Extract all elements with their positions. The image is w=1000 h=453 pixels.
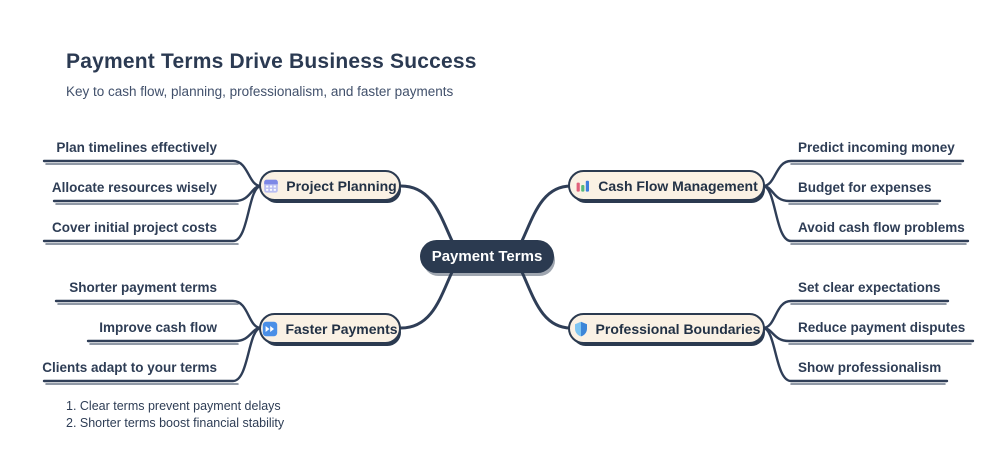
leaf-improve-cash-flow[interactable]: Improve cash flow (99, 320, 217, 335)
branch-node-project-planning[interactable]: Project Planning (259, 170, 401, 201)
diagram-subtitle: Key to cash flow, planning, professional… (66, 84, 454, 99)
footnote-2: 2. Shorter terms boost financial stabili… (66, 416, 285, 430)
fast-forward-icon (262, 321, 278, 337)
leaf-reduce-disputes[interactable]: Reduce payment disputes (798, 320, 966, 335)
branch-label: Cash Flow Management (598, 177, 758, 194)
leaf-shorter-terms[interactable]: Shorter payment terms (69, 280, 217, 295)
branch-node-cash-flow-management[interactable]: Cash Flow Management (568, 170, 765, 201)
central-node-payment-terms[interactable]: Payment Terms (420, 240, 554, 273)
leaf-allocate-resources[interactable]: Allocate resources wisely (51, 180, 217, 195)
leaf-connector-lines (42, 159, 975, 383)
footnote-1: 1. Clear terms prevent payment delays (66, 399, 281, 413)
branch-label: Project Planning (286, 177, 397, 194)
shield-icon (573, 321, 589, 337)
bar-chart-icon (575, 178, 591, 194)
branch-node-faster-payments[interactable]: Faster Payments (259, 313, 401, 344)
diagram-title: Payment Terms Drive Business Success (66, 50, 477, 73)
center-branch-curves (399, 184, 573, 330)
branch-label: Professional Boundaries (595, 320, 761, 337)
branch-node-professional-boundaries[interactable]: Professional Boundaries (568, 313, 765, 344)
leaf-avoid-problems[interactable]: Avoid cash flow problems (798, 220, 965, 235)
leaf-set-expectations[interactable]: Set clear expectations (798, 280, 941, 295)
branch-label: Faster Payments (285, 320, 398, 337)
leaf-clients-adapt[interactable]: Clients adapt to your terms (42, 360, 217, 375)
footnotes: 1. Clear terms prevent payment delays 2.… (66, 398, 284, 432)
calendar-icon (263, 178, 279, 194)
central-node-label: Payment Terms (431, 248, 543, 265)
leaf-budget-expenses[interactable]: Budget for expenses (798, 180, 932, 195)
leaf-show-professionalism[interactable]: Show professionalism (798, 360, 942, 375)
leaf-connector-echo-lines (45, 163, 972, 385)
leaf-predict-money[interactable]: Predict incoming money (798, 140, 955, 155)
leaf-cover-costs[interactable]: Cover initial project costs (51, 220, 217, 235)
leaf-plan-timelines[interactable]: Plan timelines effectively (56, 140, 217, 155)
